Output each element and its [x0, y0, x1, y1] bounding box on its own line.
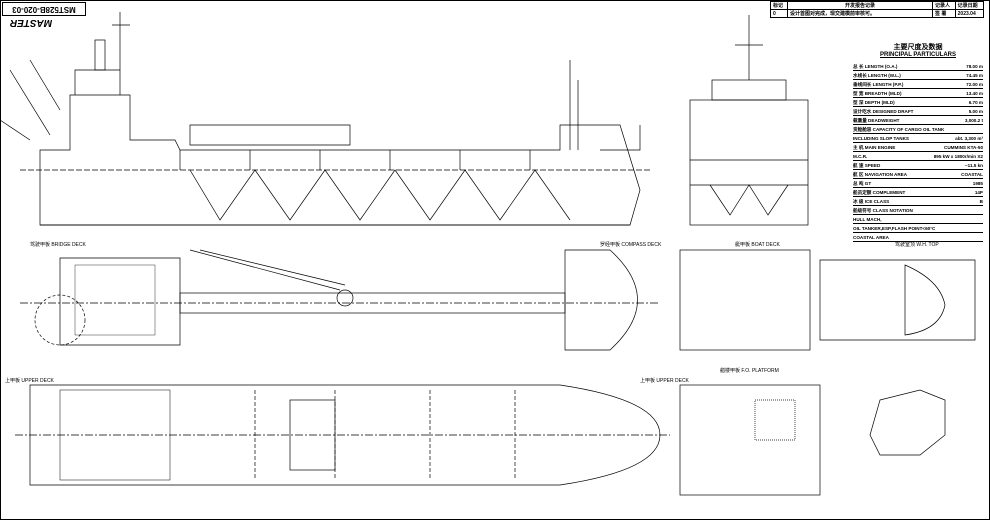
particular-value: 1985 [972, 181, 983, 186]
particular-label: 垂线间长 LENGTH (P.P.) [853, 82, 904, 87]
particular-label: 船员定额 COMPLEMENT [853, 190, 906, 195]
particular-row: 载重量 DEADWEIGHT 3,000.2 t [853, 118, 983, 125]
particular-label: 总 长 LENGTH (O.A.) [853, 64, 898, 69]
particular-row: 航 速 SPEED ~11.5 kn [853, 163, 983, 170]
particular-value: CUMMINS KTA-50 [944, 145, 983, 150]
label-upper-deck: 上甲板 UPPER DECK [5, 377, 55, 384]
particular-row: OIL TANKER,ESP,FLASH POINT<60°C [853, 226, 983, 233]
revision-row: 0 设计首图对完成，现交建模前审核可。 签 署 2023.04 [770, 9, 985, 18]
label-fo-platform: 艏楼甲板 F.O. PLATFORM [720, 367, 779, 374]
rev-note: 设计首图对完成，现交建模前审核可。 [787, 9, 933, 18]
particular-label: OIL TANKER,ESP,FLASH POINT<60°C [853, 226, 936, 231]
particular-value: 14P [974, 190, 983, 195]
particular-label: HULL MACH, [853, 217, 882, 222]
particulars-title-en: PRINCIPAL PARTICULARS [879, 52, 956, 58]
revision-header: 标记 开发报告记录 记录人 记录日期 [770, 1, 985, 10]
particular-label: 航 区 NAVIGATION AREA [853, 172, 908, 177]
particular-label: 总 吨 GT [853, 181, 872, 186]
particular-label: 型 宽 BREADTH (MLD) [853, 91, 902, 96]
particular-row: 船级符号 CLASS NOTATION [853, 208, 983, 215]
particular-row: INCLUDING SLOP TANKS abt. 3,300 m³ [853, 136, 983, 143]
particular-value: 895 kW x 1800r/min X2 [933, 154, 983, 159]
particular-label: 设计吃水 DESIGNED DRAFT [853, 109, 914, 114]
profile-view [0, 12, 650, 226]
particular-row: 垂线间长 LENGTH (P.P.) 72.00 m [853, 82, 983, 89]
particular-row: HULL MACH, [853, 217, 983, 224]
boat-deck-plan [20, 249, 660, 351]
particular-row: 总 长 LENGTH (O.A.) 78.00 m [853, 64, 983, 71]
label-compass-deck: 罗经甲板 COMPASS DECK [600, 241, 662, 248]
particulars-title-cn: 主要尺度及数据 [893, 44, 943, 51]
particular-row: 型 宽 BREADTH (MLD) 13.40 m [853, 91, 983, 98]
particular-value: 6.70 m [968, 100, 983, 105]
particular-row: 冰 级 ICE CLASS B [853, 199, 983, 206]
particular-row: 总 吨 GT 1985 [853, 181, 983, 188]
particular-value: 13.40 m [966, 91, 983, 96]
label-upper-deck-fwd: 上甲板 UPPER DECK [640, 377, 690, 384]
particular-value: 3,000.2 t [964, 118, 983, 123]
particular-row: 设计吃水 DESIGNED DRAFT 5.00 m [853, 109, 983, 116]
particular-label: 水线长 LENGTH (W.L.) [853, 73, 901, 78]
particular-label: INCLUDING SLOP TANKS [853, 136, 909, 141]
rev-date: 2023.04 [954, 9, 985, 18]
particular-value: 5.00 m [968, 109, 983, 114]
particular-value: 78.00 m [966, 64, 983, 69]
midship-section [689, 15, 809, 226]
revision-table: 标记 开发报告记录 记录人 记录日期 0 设计首图对完成，现交建模前审核可。 签… [770, 1, 985, 18]
particular-label: 货舱舱容 CAPACITY OF CARGO OIL TANK [853, 127, 945, 132]
label-boat-deck: 艇甲板 BOAT DECK [735, 241, 780, 248]
particular-label: 船级符号 CLASS NOTATION [853, 208, 913, 213]
cargo-tanks [189, 169, 571, 221]
particular-value: 74.45 m [966, 73, 983, 78]
particular-label: M.C.R. [853, 154, 868, 159]
particular-row: 水线长 LENGTH (W.L.) 74.45 m [853, 73, 983, 80]
deck-plans-right [679, 249, 976, 496]
particular-value: ~11.5 kn [964, 163, 983, 168]
particular-row: 型 深 DEPTH (MLD) 6.70 m [853, 100, 983, 107]
particular-value: COASTAL [961, 172, 983, 177]
particular-row: 货舱舱容 CAPACITY OF CARGO OIL TANK [853, 127, 983, 134]
particular-row: 主 机 MAIN ENGINE CUMMINS KTA-50 [853, 145, 983, 152]
particular-row: 航 区 NAVIGATION AREA COASTAL [853, 172, 983, 179]
particular-row: COASTAL AREA [853, 235, 983, 242]
label-wh-top: 驾驶室顶 W.H. TOP [895, 241, 939, 248]
particular-row: 船员定额 COMPLEMENT 14P [853, 190, 983, 197]
upper-deck-plan [15, 384, 670, 486]
particular-value: abt. 3,300 m³ [955, 136, 983, 141]
particular-label: 载重量 DEADWEIGHT [853, 118, 900, 123]
particular-value: 72.00 m [966, 82, 983, 87]
particular-label: 航 速 SPEED [853, 163, 881, 168]
label-bridge-deck: 驾驶甲板 BRIDGE DECK [30, 241, 87, 248]
particular-label: 型 深 DEPTH (MLD) [853, 100, 895, 105]
particular-label: 冰 级 ICE CLASS [853, 199, 890, 204]
particular-value: B [979, 199, 983, 204]
particular-label: COASTAL AREA [853, 235, 889, 240]
principal-particulars: 主要尺度及数据 PRINCIPAL PARTICULARS 总 长 LENGTH… [853, 42, 983, 244]
particular-label: 主 机 MAIN ENGINE [853, 145, 896, 150]
particular-row: M.C.R. 895 kW x 1800r/min X2 [853, 154, 983, 161]
